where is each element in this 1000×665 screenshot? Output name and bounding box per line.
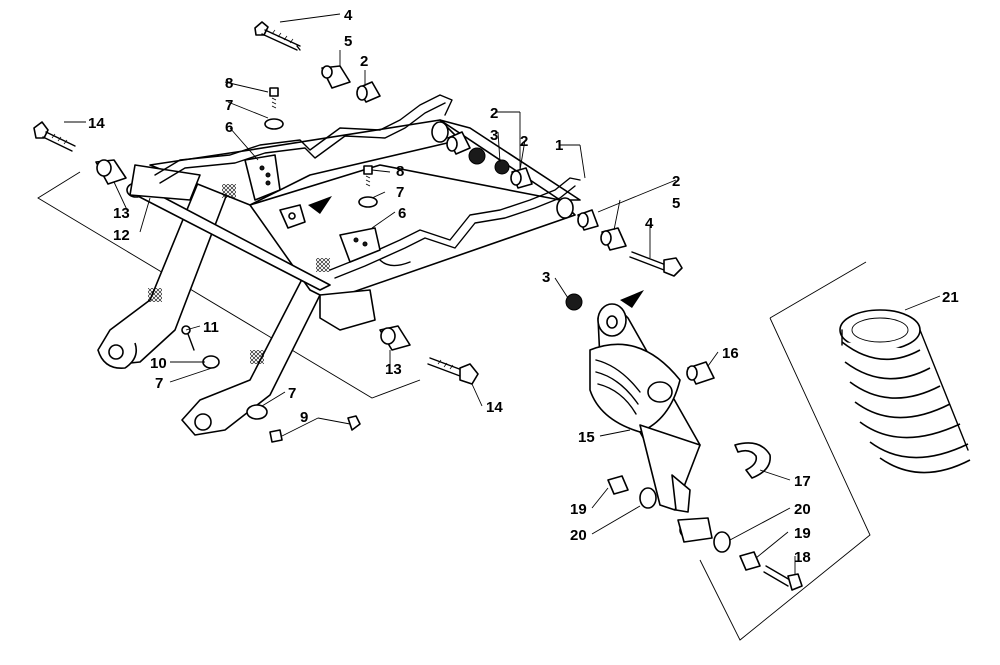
callout-7-lower: 7 bbox=[155, 375, 163, 392]
callout-10: 10 bbox=[150, 355, 167, 372]
callout-5-top: 5 bbox=[344, 33, 352, 50]
callout-20-right: 20 bbox=[794, 501, 811, 518]
callout-7-bottom: 7 bbox=[288, 385, 296, 402]
callout-19-left: 19 bbox=[570, 501, 587, 518]
callout-6-left: 6 bbox=[225, 119, 233, 136]
coil-spring bbox=[839, 309, 971, 474]
callout-12: 12 bbox=[113, 227, 130, 244]
callout-9: 9 bbox=[300, 409, 308, 426]
callout-18: 18 bbox=[794, 549, 811, 566]
shock-absorber bbox=[589, 303, 803, 591]
callout-13-left: 13 bbox=[113, 205, 130, 222]
callout-1: 1 bbox=[555, 137, 563, 154]
callout-16: 16 bbox=[722, 345, 739, 362]
callout-2-right: 2 bbox=[520, 133, 528, 150]
callout-numbers: 4 5 2 8 7 6 14 2 3 2 1 8 7 6 2 5 4 13 12… bbox=[88, 7, 959, 566]
callout-leaders bbox=[64, 13, 941, 574]
callout-19-right: 19 bbox=[794, 525, 811, 542]
callout-15: 15 bbox=[578, 429, 595, 446]
callout-14-right: 14 bbox=[486, 399, 503, 416]
callout-4-top: 4 bbox=[344, 7, 353, 24]
callout-2-top: 2 bbox=[360, 53, 368, 70]
callout-20-left: 20 bbox=[570, 527, 587, 544]
hardware bbox=[33, 21, 715, 443]
rear-arm-assembly bbox=[97, 94, 581, 436]
assembly-outline bbox=[37, 171, 871, 641]
callout-6-mid: 6 bbox=[398, 205, 406, 222]
callout-5-far: 5 bbox=[672, 195, 680, 212]
callout-2-far: 2 bbox=[672, 173, 680, 190]
callout-7-mid: 7 bbox=[396, 184, 404, 201]
callout-21: 21 bbox=[942, 289, 959, 306]
callout-17: 17 bbox=[794, 473, 811, 490]
callout-4-far: 4 bbox=[645, 215, 654, 232]
callout-8-left: 8 bbox=[225, 75, 233, 92]
callout-2-mid: 2 bbox=[490, 105, 498, 122]
callout-14-left: 14 bbox=[88, 115, 105, 132]
callout-11: 11 bbox=[203, 319, 219, 336]
callout-8-mid: 8 bbox=[396, 163, 404, 180]
callout-3-mid: 3 bbox=[490, 127, 498, 144]
callout-7-left: 7 bbox=[225, 97, 233, 114]
callout-3-shock: 3 bbox=[542, 269, 550, 286]
callout-13-right: 13 bbox=[385, 361, 402, 378]
